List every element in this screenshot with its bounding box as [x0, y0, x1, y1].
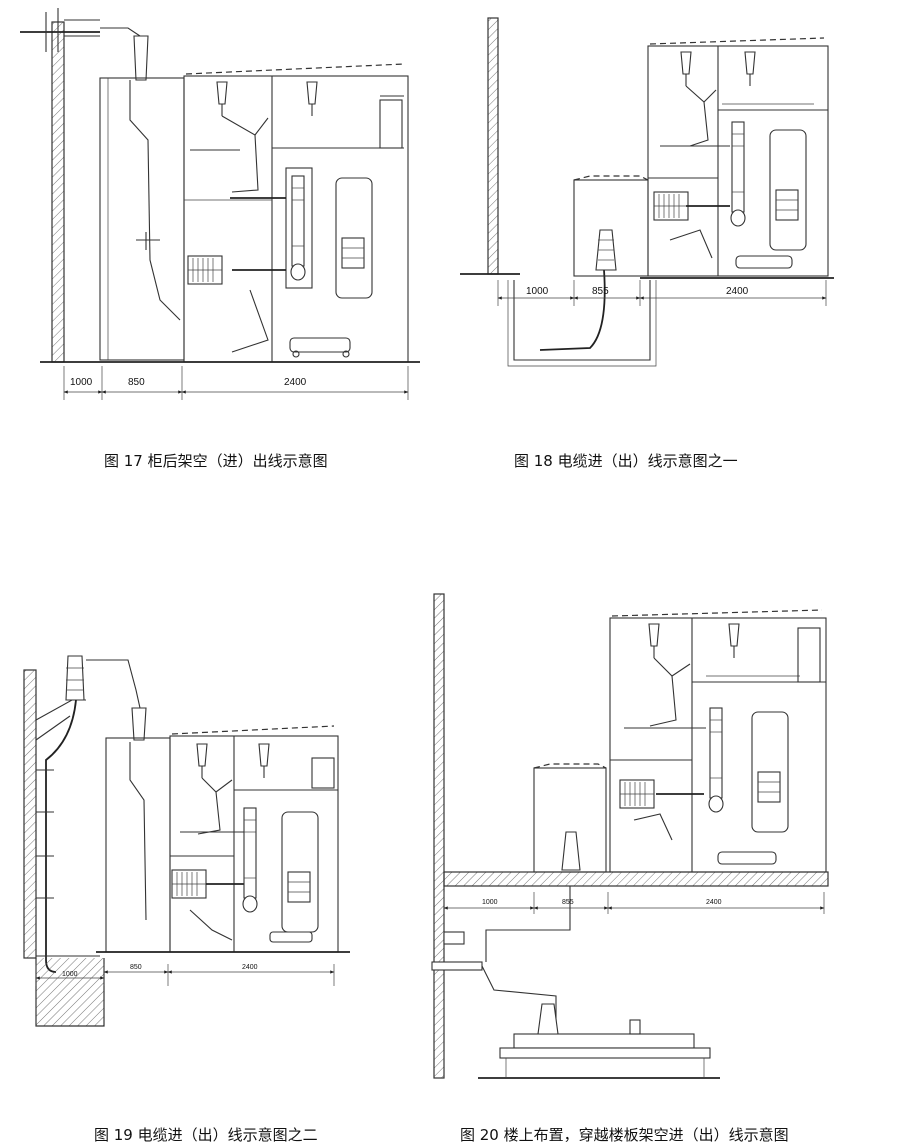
figure-19: 1000 850 2400: [23, 655, 350, 1027]
dim-17-1: 1000: [70, 377, 93, 388]
dim-20-2: 855: [562, 899, 574, 906]
dim-18-1: 1000: [526, 286, 549, 297]
figure-18: 1000 855 2400: [460, 17, 834, 367]
caption-fig18: 图 18 电缆进（出）线示意图之一: [514, 452, 738, 470]
floor-slab: [443, 871, 829, 887]
dim-17-2: 850: [128, 377, 145, 388]
dim-18-3: 2400: [726, 286, 749, 297]
wall-fig17: [51, 21, 65, 363]
figure-20: 1000 855 2400: [431, 593, 829, 1079]
dim-20-1: 1000: [482, 899, 498, 906]
dim-17-3: 2400: [284, 377, 307, 388]
caption-fig19: 图 19 电缆进（出）线示意图之二: [94, 1126, 318, 1144]
dim-18-2: 855: [592, 286, 609, 297]
caption-fig17: 图 17 柜后架空（进）出线示意图: [104, 452, 328, 470]
dim-19-3: 2400: [242, 964, 258, 971]
figure-17: 1000 850 2400: [20, 8, 420, 400]
wall-fig18: [487, 17, 499, 275]
dim-19-1: 1000: [62, 971, 78, 978]
dim-20-3: 2400: [706, 899, 722, 906]
caption-fig20: 图 20 楼上布置，穿越楼板架空进（出）线示意图: [460, 1126, 789, 1144]
wall-fig19: [23, 669, 37, 959]
wall-fig20: [433, 593, 445, 1079]
dim-19-2: 850: [130, 964, 142, 971]
